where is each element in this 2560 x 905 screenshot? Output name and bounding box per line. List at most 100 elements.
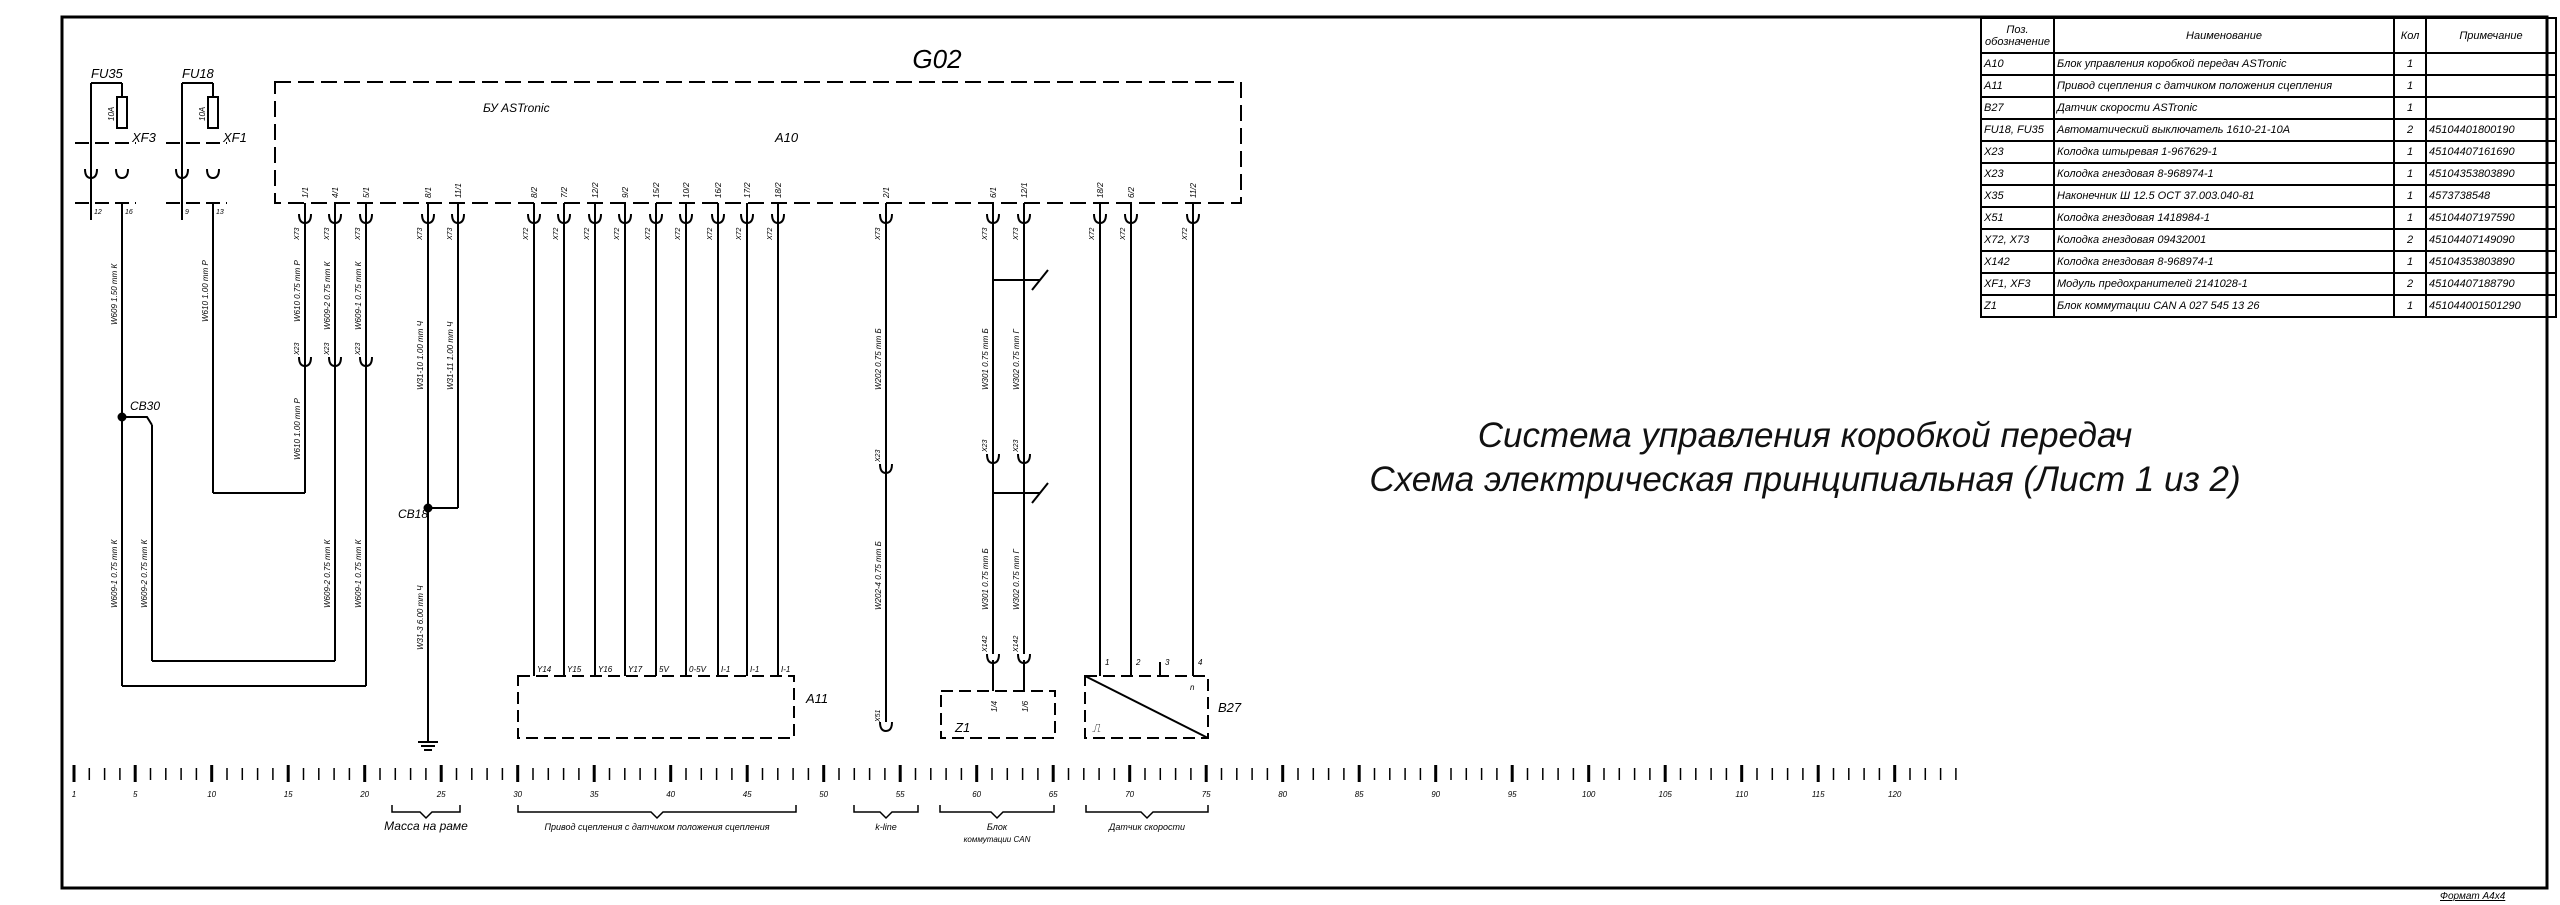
connector-label: X72 xyxy=(1089,227,1096,241)
ruler-label: 120 xyxy=(1888,790,1902,799)
bom-name: Колодка гнездовая 8-968974-1 xyxy=(2053,162,2395,186)
bom-qty: 1 xyxy=(2393,206,2427,230)
connector-socket-icon xyxy=(740,213,754,225)
ruler-label: 60 xyxy=(972,790,981,799)
fuse-pin-label: 12 xyxy=(94,209,102,216)
bom-qty: 1 xyxy=(2393,52,2427,76)
connector-label: X23 xyxy=(982,439,989,453)
connector-label: X72 xyxy=(614,227,621,241)
a10-pin-label: 9/2 xyxy=(621,186,630,198)
group-label: коммутации CAN xyxy=(964,835,1031,844)
ruler-label: 80 xyxy=(1278,790,1287,799)
bom-qty: 1 xyxy=(2393,74,2427,98)
ruler-label: 30 xyxy=(513,790,522,799)
ruler-label: 105 xyxy=(1659,790,1673,799)
wire-label: W31-10 1.00 mm Ч xyxy=(416,320,425,390)
a10-pin-label: 15/2 xyxy=(652,182,661,198)
fuse-pin-label: 13 xyxy=(216,209,224,216)
a11-pin-label: Y16 xyxy=(598,665,613,674)
bom-qty: 2 xyxy=(2393,118,2427,142)
connector-socket-icon xyxy=(298,213,312,225)
group-bracket xyxy=(391,805,461,820)
wire-label: W301 0.75 mm Б xyxy=(981,328,990,390)
bom-qty: 1 xyxy=(2393,294,2427,318)
group-label: Привод сцепления с датчиком положения сц… xyxy=(544,822,769,832)
a10-ref: A10 xyxy=(774,130,799,145)
bom-note: 45104401800190 xyxy=(2425,118,2557,142)
wire-label: W609-1 0.75 mm К xyxy=(110,538,119,608)
ruler-label: 25 xyxy=(436,790,446,799)
a10-pin-label: 1/1 xyxy=(301,187,310,198)
fuse-rating: 10A xyxy=(198,107,207,121)
connector-label: X72 xyxy=(675,227,682,241)
junction-dot xyxy=(423,503,433,513)
connector-label: X72 xyxy=(1182,227,1189,241)
connector-label: X73 xyxy=(875,227,882,241)
a10-pin-label: 18/2 xyxy=(774,182,783,198)
ruler-label: 85 xyxy=(1355,790,1364,799)
connector-socket-icon xyxy=(986,213,1000,225)
bom-name: Блок коммутации CAN A 027 545 13 26 xyxy=(2053,294,2395,318)
connector-socket-icon xyxy=(298,356,312,368)
bom-header-pos: Поз.обозначение xyxy=(1980,17,2055,54)
wire-label: W302 0.75 mm Г xyxy=(1012,329,1021,390)
connector-socket-icon xyxy=(527,213,541,225)
bom-name: Привод сцепления с датчиком положения сц… xyxy=(2053,74,2395,98)
wire-label: W301 0.75 mm Б xyxy=(981,548,990,610)
bom-name: Колодка штыревая 1-967629-1 xyxy=(2053,140,2395,164)
connector-label: X73 xyxy=(355,227,362,241)
connector-socket-icon xyxy=(879,463,893,475)
a11-pin-label: I-1 xyxy=(781,665,790,674)
a10-pin-label: 10/2 xyxy=(682,182,691,198)
bom-qty: 2 xyxy=(2393,228,2427,252)
wire-label: W31-3 6.00 mm Ч xyxy=(416,585,425,650)
fuse-pin-label: 16 xyxy=(125,209,133,216)
bill-of-materials-table: Поз.обозначение Наименование Кол Примеча… xyxy=(1980,17,2557,318)
a10-pin-label: 11/1 xyxy=(454,183,463,198)
bom-name: Автоматический выключатель 1610-21-10А xyxy=(2053,118,2395,142)
ruler-label: 75 xyxy=(1202,790,1211,799)
z1-pin-label: 1/6 xyxy=(1021,700,1030,712)
bom-pos: X51 xyxy=(1980,206,2055,230)
connector-label: X142 xyxy=(1013,636,1020,653)
fuse-module-label: XF1 xyxy=(222,130,247,145)
bom-header-qty: Кол xyxy=(2393,17,2427,54)
a10-pin-label: 4/1 xyxy=(331,187,340,198)
ruler-label: 45 xyxy=(743,790,752,799)
wire-label: W609-2 0.75 mm К xyxy=(323,260,332,330)
connector-socket-icon xyxy=(175,168,189,180)
connector-socket-icon xyxy=(649,213,663,225)
group-label: Блок xyxy=(987,822,1008,832)
connector-label: X51 xyxy=(875,709,882,723)
bom-header-note: Примечание xyxy=(2425,17,2557,54)
bom-pos: Z1 xyxy=(1980,294,2055,318)
bom-note: 45104407161690 xyxy=(2425,140,2557,164)
ruler-label: 1 xyxy=(72,790,76,799)
wire-label: W202-4 0.75 mm Б xyxy=(874,541,883,610)
connector-label: X72 xyxy=(645,227,652,241)
bom-note xyxy=(2425,74,2557,98)
a10-pin-label: 8/1 xyxy=(424,187,433,198)
connector-label: X23 xyxy=(1013,439,1020,453)
bom-pos: A10 xyxy=(1980,52,2055,76)
connector-socket-icon xyxy=(206,168,220,180)
ruler-label: 100 xyxy=(1582,790,1596,799)
wire-label: W609 1.50 mm К xyxy=(110,263,119,325)
connector-socket-icon xyxy=(771,213,785,225)
sheet-frame xyxy=(60,15,2549,890)
connector-label: X73 xyxy=(1013,227,1020,241)
connector-socket-icon xyxy=(679,213,693,225)
wire-label: W202 0.75 mm Б xyxy=(874,328,883,390)
b27-ref: B27 xyxy=(1218,700,1242,715)
fuse-pin-label: 9 xyxy=(185,209,189,216)
group-bracket xyxy=(1085,805,1209,820)
ruler-label: 50 xyxy=(819,790,828,799)
connector-socket-icon xyxy=(1017,453,1031,465)
connector-socket-icon xyxy=(1124,213,1138,225)
wire-label: W609-1 0.75 mm К xyxy=(354,538,363,608)
a11-pin-label: Y17 xyxy=(628,665,643,674)
